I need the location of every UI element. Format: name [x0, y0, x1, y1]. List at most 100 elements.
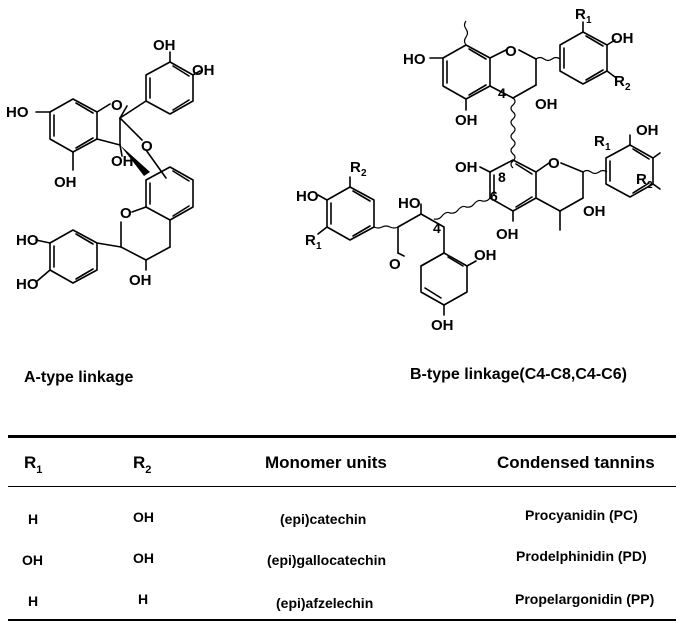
atom-label-ho-left: HO	[6, 104, 29, 121]
table-row-2-r2: OH	[133, 550, 154, 566]
atom-label-oh-b1: OH	[153, 37, 176, 54]
b-type-structure: R 1 OH R 2 HO O 4 OH OH R 1 OH	[296, 6, 661, 334]
table-row-3-tannin: Propelargonidin (PP)	[515, 591, 655, 607]
bond-line	[512, 84, 537, 99]
bond-line	[489, 49, 507, 59]
bond-line	[35, 239, 51, 244]
atom-label-r1-right-sub: 1	[605, 142, 611, 153]
table-row-1-r1: H	[28, 511, 39, 527]
bond-line	[518, 49, 537, 60]
table-row-3-monomer: (epi)afzelechin	[276, 595, 374, 611]
bond-line	[35, 269, 51, 283]
atom-label-oh-mid-a5: OH	[496, 226, 519, 243]
a-type-caption: A-type linkage	[24, 369, 134, 386]
atom-label-oh-top-c3: OH	[535, 96, 558, 113]
atom-label-r1-top-sub: 1	[586, 15, 592, 26]
bond-line	[192, 70, 201, 76]
bond-line	[632, 182, 650, 194]
header-condensed-tannins: Condensed tannins	[497, 453, 655, 472]
bond-line	[515, 163, 533, 175]
atom-label-o-ring: O	[111, 97, 123, 114]
bond-line	[119, 144, 123, 157]
atom-label-r2-top: R	[614, 73, 625, 90]
atom-label-oh-left-a7: OH	[431, 317, 454, 334]
atom-label-oh-top-b: OH	[611, 30, 634, 47]
bond-line	[96, 242, 122, 248]
table-row-3-r1: H	[28, 593, 39, 609]
header-r2: R2	[133, 453, 152, 476]
atom-label-num-4-top: 4	[498, 85, 506, 101]
bond-line	[145, 246, 171, 261]
atom-label-r2-top-sub: 2	[625, 82, 631, 93]
table-row-1-tannin: Procyanidin (PC)	[525, 507, 638, 523]
bond-line	[424, 287, 442, 299]
bond-line	[606, 70, 616, 78]
bond-line	[535, 162, 550, 173]
ring-bond	[145, 61, 194, 115]
wavy-bond	[582, 169, 608, 175]
atom-label-r1-left-sub: 1	[316, 241, 322, 252]
table-row-3-r2: H	[138, 591, 149, 607]
atom-label-ho-left-c3: HO	[398, 195, 421, 212]
b-type-caption: B-type linkage(C4-C8,C4-C6)	[410, 366, 627, 383]
bond-line	[75, 102, 94, 114]
bond-line	[172, 170, 190, 182]
atom-label-r1-top: R	[575, 6, 586, 23]
bond-line	[397, 213, 422, 228]
bond-line	[119, 105, 128, 119]
bond-line	[559, 197, 584, 212]
atom-label-r1-left: R	[305, 232, 316, 249]
bond-line	[172, 205, 190, 217]
atom-label-oh-c3: OH	[129, 272, 152, 289]
bond-line	[172, 65, 190, 77]
bond-line	[652, 152, 661, 159]
bond-line	[119, 117, 143, 141]
atom-label-o-top: O	[505, 43, 517, 60]
bond-line	[131, 206, 147, 213]
bond-line	[75, 137, 94, 149]
bond-line	[479, 166, 491, 173]
atom-label-ho-c2: HO	[16, 276, 39, 293]
header-monomer-units: Monomer units	[265, 453, 387, 472]
bond-line	[606, 39, 616, 46]
bond-line	[96, 138, 121, 146]
bond-line	[119, 100, 147, 119]
table-row-2-r1: OH	[22, 552, 43, 568]
wavy-bond	[463, 20, 469, 46]
atom-label-oh-mid: OH	[111, 153, 134, 170]
atom-label-ho-left-b: HO	[296, 188, 319, 205]
atom-label-oh-bottom: OH	[54, 174, 77, 191]
bond-line	[468, 48, 487, 60]
ring-bond	[420, 252, 468, 306]
atom-label-o-lower: O	[120, 205, 132, 222]
wavy-bond	[535, 56, 561, 62]
bond-line	[560, 162, 584, 173]
atom-label-oh-left-a5: OH	[474, 247, 497, 264]
bond-line	[515, 196, 533, 208]
bond-line	[535, 197, 561, 212]
atom-label-oh-b2: OH	[192, 62, 215, 79]
atom-label-o-bridge: O	[141, 138, 153, 155]
atom-label-r2-right-sub: 2	[647, 180, 653, 191]
bond-line	[96, 103, 111, 113]
bond-line	[352, 190, 371, 202]
atom-label-r1-right: R	[594, 133, 605, 150]
bond-line	[652, 183, 661, 190]
bond-line	[317, 226, 328, 235]
wavy-bond	[433, 197, 491, 220]
atom-label-o-mid: O	[548, 155, 560, 172]
bond-line	[397, 252, 405, 257]
a-type-structure: OH OH HO O O OH OH O HO HO OH	[6, 37, 215, 293]
atom-label-num-6: 6	[490, 188, 498, 204]
ring-bond	[442, 44, 491, 100]
table-header-rule	[8, 486, 676, 487]
table-top-rule	[8, 435, 676, 438]
bond-line	[585, 69, 604, 81]
table-row-1-monomer: (epi)catechin	[280, 511, 367, 527]
bond-line	[468, 84, 487, 96]
table-row-1-r2: OH	[133, 509, 154, 525]
ring-bond	[559, 31, 608, 85]
bond-line	[145, 149, 167, 179]
bond-line	[75, 268, 94, 280]
